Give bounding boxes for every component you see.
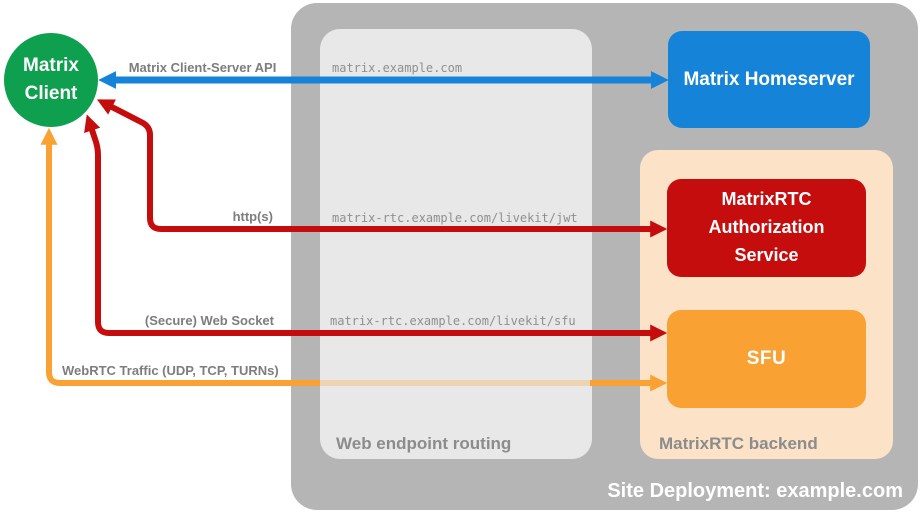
site-deployment-label: Site Deployment: example.com <box>607 480 903 502</box>
endpoint-livekit-jwt: matrix-rtc.example.com/livekit/jwt <box>332 211 578 225</box>
client-server-api-label: Matrix Client-Server API <box>128 60 277 75</box>
web-endpoint-routing-panel <box>320 29 592 459</box>
matrixrtc-authorization-service-node: MatrixRTC Authorization Service <box>667 179 866 277</box>
arrow-webrtc-client-segment <box>40 127 320 386</box>
webrtc-traffic-label: WebRTC Traffic (UDP, TCP, TURNs) <box>62 363 279 378</box>
secure-web-socket-label: (Secure) Web Socket <box>144 313 274 328</box>
web-endpoint-routing-label: Web endpoint routing <box>336 434 512 453</box>
sfu-node: SFU <box>667 310 866 408</box>
matrix-homeserver-node: Matrix Homeserver <box>668 31 870 128</box>
endpoint-livekit-sfu: matrix-rtc.example.com/livekit/sfu <box>330 314 576 328</box>
https-label: http(s) <box>232 209 273 224</box>
matrixrtc-backend-label: MatrixRTC backend <box>659 434 818 453</box>
matrix-client-node: Matrix Client <box>4 33 98 127</box>
endpoint-matrix-example-com: matrix.example.com <box>332 61 463 75</box>
